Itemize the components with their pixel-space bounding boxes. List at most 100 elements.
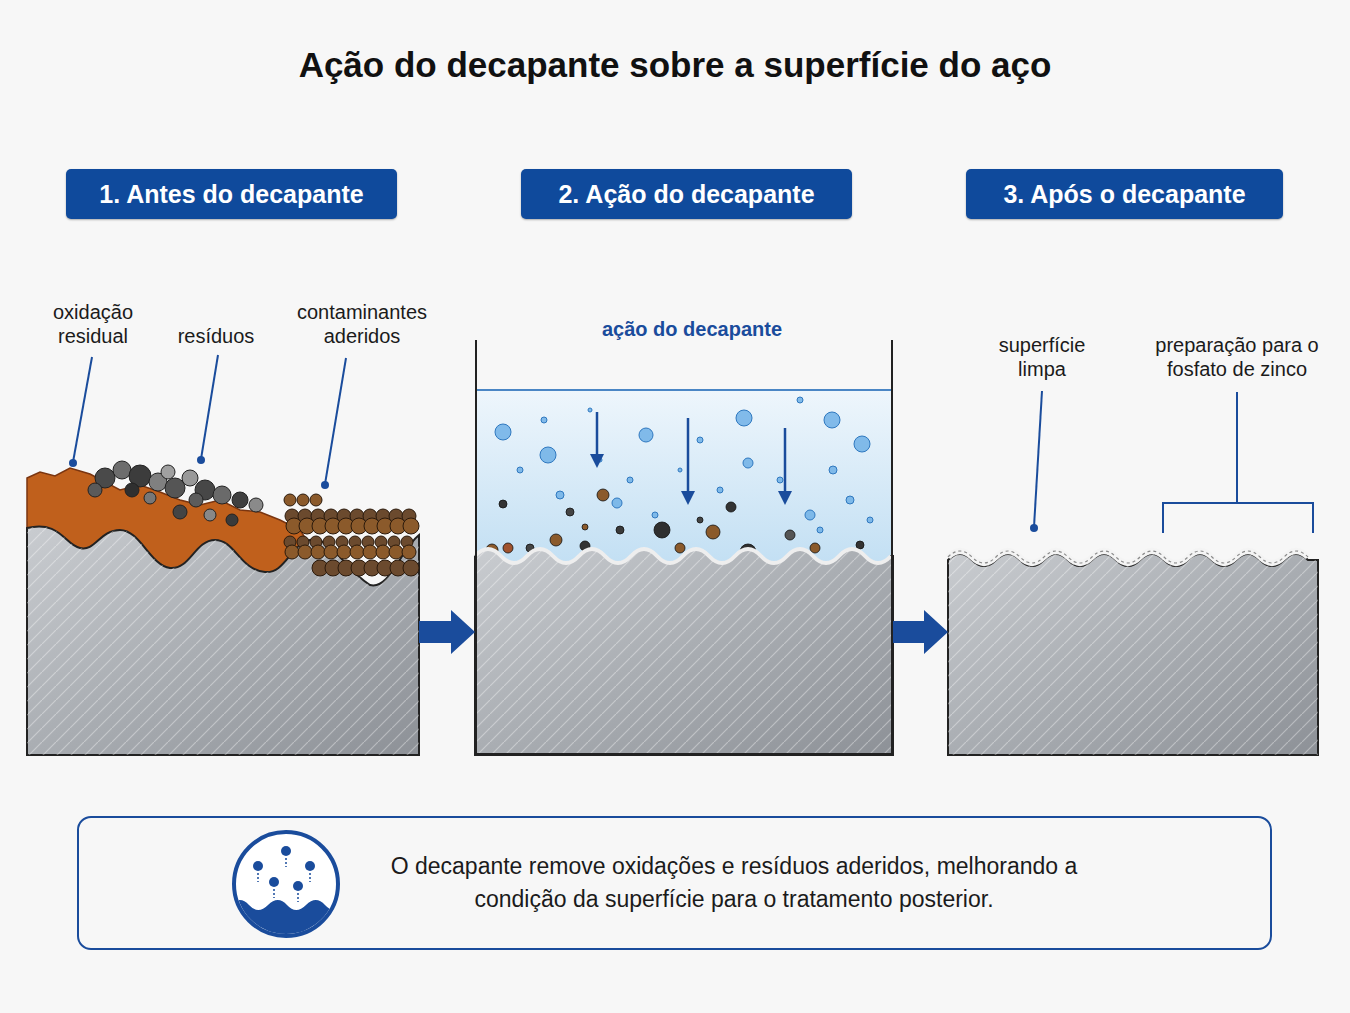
surface-film xyxy=(475,549,891,563)
leader-line xyxy=(1034,391,1042,527)
step-title: 2. Ação do decapante xyxy=(558,179,814,209)
step-title: 3. Após o decapante xyxy=(1003,179,1245,209)
water-surface xyxy=(476,389,892,391)
contaminant-particle xyxy=(297,494,309,506)
loose-particle xyxy=(697,517,703,523)
residue-blob xyxy=(189,493,203,507)
bubble xyxy=(678,468,682,472)
residue-blob xyxy=(232,492,248,508)
bubble xyxy=(797,397,803,403)
contaminant-particle xyxy=(284,494,296,506)
callout-label: ação do decapante xyxy=(552,317,832,341)
leader-dot xyxy=(69,459,77,467)
residue-blob xyxy=(249,498,263,512)
contaminant-particle xyxy=(376,545,390,559)
bubble xyxy=(627,477,633,483)
icon-trail xyxy=(273,889,275,898)
leader-dot xyxy=(1030,524,1038,532)
residue-blob xyxy=(161,465,175,479)
down-arrows xyxy=(590,412,792,505)
step-header: 3. Após o decapante xyxy=(966,169,1283,219)
down-arrow xyxy=(590,412,604,468)
bubble xyxy=(639,428,653,442)
leader-dot xyxy=(197,456,205,464)
contaminant-particle xyxy=(310,494,322,506)
icon-particle xyxy=(269,877,279,898)
steel-texture xyxy=(948,554,1318,755)
icon-dot xyxy=(281,846,291,856)
down-arrow-head xyxy=(778,491,792,505)
loose-particle xyxy=(582,524,588,530)
leader-line xyxy=(73,357,92,462)
bubbles xyxy=(495,397,873,533)
bubble xyxy=(540,447,556,463)
residue-blob xyxy=(88,483,102,497)
bubble xyxy=(736,410,752,426)
residue-blob xyxy=(173,505,187,519)
loose-particle xyxy=(785,530,795,540)
contaminant-particle xyxy=(311,545,325,559)
down-arrow-head xyxy=(590,454,604,468)
contaminant-particle xyxy=(403,518,419,534)
loose-particle xyxy=(654,522,670,538)
residue-blob xyxy=(125,483,139,497)
icon-particle xyxy=(281,846,291,867)
bubble xyxy=(777,477,783,483)
steel-block xyxy=(948,554,1318,755)
icon-trail xyxy=(297,893,299,902)
loose-particle xyxy=(856,541,864,549)
loose-particle xyxy=(499,500,507,508)
callout-label: contaminantes aderidos xyxy=(282,300,442,348)
steel-texture xyxy=(475,549,893,755)
callout-label: oxidação residual xyxy=(37,300,149,348)
bubble xyxy=(743,458,753,468)
bubble xyxy=(817,527,823,533)
loose-particle xyxy=(810,543,820,553)
bubble xyxy=(717,487,723,493)
step-header: 1. Antes do decapante xyxy=(66,169,397,219)
bubble xyxy=(846,496,854,504)
after-panel: superfície limpapreparação para o fosfat… xyxy=(948,290,1318,755)
icon-trail xyxy=(285,858,287,867)
bubble xyxy=(867,517,873,523)
summary-text: O decapante remove oxidações e resíduos … xyxy=(344,850,1124,917)
down-arrow-head xyxy=(681,491,695,505)
icon-dot xyxy=(293,881,303,891)
contaminant-particle xyxy=(403,560,419,576)
loose-particle xyxy=(675,543,685,553)
bubble xyxy=(697,437,703,443)
clean-coating xyxy=(948,551,1308,563)
loose-particle xyxy=(616,526,624,534)
loose-particle xyxy=(550,534,562,546)
bubble xyxy=(588,408,592,412)
icon-dot xyxy=(305,861,315,871)
clean-coating-pattern xyxy=(948,551,1308,563)
contaminant-particle xyxy=(298,545,312,559)
before-panel: oxidação residualresíduoscontaminantes a… xyxy=(27,290,419,755)
loose-particle xyxy=(726,502,736,512)
icon-particles xyxy=(253,846,315,902)
icon-dot xyxy=(269,877,279,887)
residue-blobs xyxy=(88,461,263,526)
residue-blob xyxy=(113,461,131,479)
bubble xyxy=(829,466,837,474)
steel-block xyxy=(475,549,893,755)
leader-dot xyxy=(321,481,329,489)
leader-line xyxy=(325,358,346,484)
residue-blob xyxy=(165,478,185,498)
callout-label: resíduos xyxy=(161,324,271,348)
bracket xyxy=(1163,392,1313,533)
residue-blob xyxy=(204,509,216,521)
loose-particle xyxy=(706,525,720,539)
bubble xyxy=(854,436,870,452)
steel-texture xyxy=(27,526,419,755)
residue-blob xyxy=(182,470,198,486)
loose-particle xyxy=(503,543,513,553)
down-arrow xyxy=(778,428,792,505)
icon-particle xyxy=(293,881,303,902)
residue-blob xyxy=(213,486,231,504)
diagram-title: Ação do decapante sobre a superfície do … xyxy=(0,44,1350,86)
bubble xyxy=(517,467,523,473)
loose-particle xyxy=(566,508,574,516)
icon-particle xyxy=(253,861,263,882)
